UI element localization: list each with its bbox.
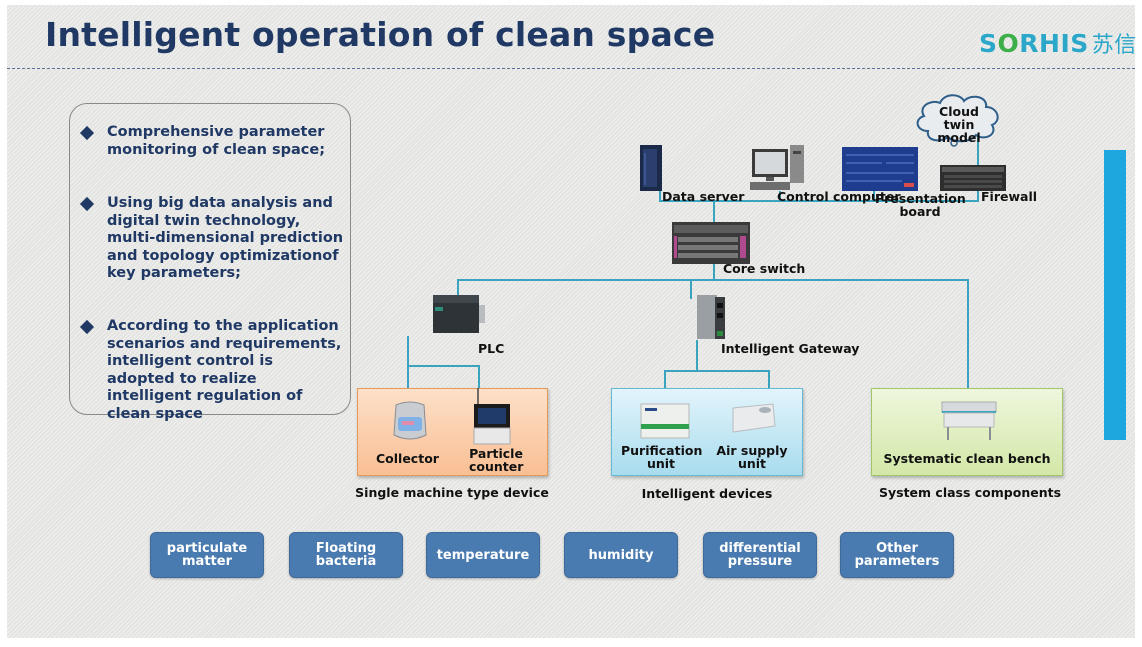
connector-line xyxy=(696,340,698,371)
diamond-bullet-icon xyxy=(79,319,95,335)
logo-emblem: O xyxy=(997,29,1020,58)
air-supply-unit-label: Air supply unit xyxy=(716,443,788,471)
diamond-bullet-icon xyxy=(79,125,95,141)
air-supply-unit-icon[interactable] xyxy=(729,402,777,436)
cloud-icon xyxy=(916,94,999,147)
intelligent-devices-caption: Intelligent devices xyxy=(641,486,773,501)
connector-line xyxy=(713,263,715,280)
core-switch-label: Core switch xyxy=(723,261,806,276)
plc-icon[interactable] xyxy=(429,293,487,335)
feature-item: Comprehensive parameter monitoring of cl… xyxy=(79,124,345,159)
connector-line xyxy=(873,191,875,201)
connector-line xyxy=(768,370,770,404)
connector-line xyxy=(457,279,459,299)
slide: Intelligent operation of clean space SOR… xyxy=(7,5,1137,638)
data-server-label: Data server xyxy=(662,189,745,204)
plc-label: PLC xyxy=(478,341,505,356)
purification-unit-icon[interactable] xyxy=(639,402,691,440)
cloud-twin-label: Cloud twin model xyxy=(937,104,981,145)
feature-text: Comprehensive parameter monitoring of cl… xyxy=(107,124,326,158)
connector-line xyxy=(659,191,661,201)
page-title: Intelligent operation of clean space xyxy=(45,15,716,54)
particle-counter-icon[interactable] xyxy=(472,388,512,446)
connector-line xyxy=(664,370,666,404)
connector-line xyxy=(407,365,480,367)
connector-line xyxy=(478,365,480,400)
control-computer-icon[interactable] xyxy=(750,145,806,191)
connector-line xyxy=(407,365,409,400)
header-divider xyxy=(7,68,1135,69)
feature-text: Using big data analysis and digital twin… xyxy=(107,195,344,281)
connector-line xyxy=(664,370,770,372)
param-differential-pressure[interactable]: differential pressure xyxy=(703,532,817,578)
firewall-icon[interactable] xyxy=(940,165,1006,191)
particle-counter-label: Particle counter xyxy=(469,446,524,474)
collector-icon[interactable] xyxy=(392,399,428,443)
connector-line xyxy=(659,200,979,202)
param-floating-bacteria[interactable]: Floating bacteria xyxy=(289,532,403,578)
feature-text: According to the application scenarios a… xyxy=(107,318,342,422)
connector-line xyxy=(967,279,969,404)
connector-line xyxy=(713,201,715,223)
intelligent-gateway-icon[interactable] xyxy=(695,295,727,341)
diamond-bullet-icon xyxy=(79,196,95,212)
connector-line xyxy=(690,279,692,299)
purification-unit-label: Purification unit xyxy=(621,443,703,471)
core-switch-icon[interactable] xyxy=(672,222,750,264)
feature-item: Using big data analysis and digital twin… xyxy=(79,195,345,283)
system-components-caption: System class components xyxy=(878,485,1062,500)
logo-text: RHIS xyxy=(1019,29,1089,58)
presentation-board-icon[interactable] xyxy=(842,147,918,191)
gateway-label: Intelligent Gateway xyxy=(721,341,860,356)
collector-label: Collector xyxy=(376,451,439,466)
single-machine-caption: Single machine type device xyxy=(355,485,549,500)
presentation-board-label: Presentation board xyxy=(875,191,966,219)
clean-bench-label: Systematic clean bench xyxy=(883,451,1051,466)
feature-item: According to the application scenarios a… xyxy=(79,318,345,423)
accent-bar xyxy=(1104,150,1126,440)
param-temperature[interactable]: temperature xyxy=(426,532,540,578)
param-other-parameters[interactable]: Other parameters xyxy=(840,532,954,578)
param-humidity[interactable]: humidity xyxy=(564,532,678,578)
logo-letter: S xyxy=(979,29,998,58)
param-particulate-matter[interactable]: particulate matter xyxy=(150,532,264,578)
control-computer-label: Control computer xyxy=(777,189,901,204)
feature-list: Comprehensive parameter monitoring of cl… xyxy=(69,103,351,422)
connector-line xyxy=(779,191,781,201)
connector-line xyxy=(457,279,969,281)
logo-chinese: 苏信 xyxy=(1091,33,1137,58)
connector-line xyxy=(407,336,409,366)
firewall-label: Firewall xyxy=(981,189,1038,204)
single-machine-group xyxy=(357,388,548,476)
data-server-icon[interactable] xyxy=(639,145,663,191)
clean-bench-icon[interactable] xyxy=(940,400,998,442)
